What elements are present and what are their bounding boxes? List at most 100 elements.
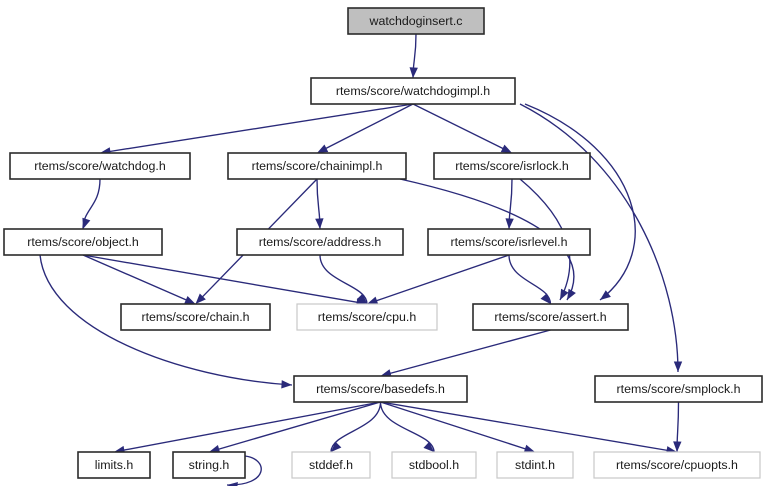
edge-object_h-to-basedefs_h <box>39 254 293 386</box>
edge-watchdogimpl_h-to-smplock_h-arrowhead <box>673 361 683 372</box>
node-layer: watchdoginsert.c rtems/score/watchdogimpl… <box>3 7 763 479</box>
node-box-watchdogimpl-h[interactable] <box>310 77 516 105</box>
node-label-watchdog-h: rtems/score/watchdog.h <box>34 159 166 173</box>
edge-object_h-to-basedefs_h-arrowhead <box>281 380 292 389</box>
node-box-watchdog-h[interactable] <box>9 152 191 180</box>
edge-watchdogimpl_h-to-smplock_h <box>519 103 679 373</box>
node-string-h[interactable]: string.h <box>172 451 246 479</box>
node-stdint-h[interactable]: stdint.h <box>496 451 574 479</box>
node-limits-h[interactable]: limits.h <box>77 451 151 479</box>
edge-basedefs_h-to-stdbool_h <box>379 401 435 453</box>
edge-basedefs_h-to-string_h <box>217 401 381 451</box>
edge-watchdogimpl_h-to-isrlock_h-arrowhead <box>500 144 512 153</box>
edge-isrlevel_h-to-assert_h-arrowhead <box>540 293 551 304</box>
edge-smplock_h-to-cpuopts_h-arrowhead <box>673 441 682 452</box>
edge-basedefs_h-to-cpuopts_h <box>380 401 669 452</box>
edge-address_h-to-cpu_h <box>319 254 368 305</box>
edge-address_h-to-cpu_h-arrowhead <box>356 293 367 304</box>
node-box-address-h[interactable] <box>236 228 404 256</box>
node-label-basedefs-h: rtems/score/basedefs.h <box>316 382 445 396</box>
node-box-chainimpl-h[interactable] <box>227 152 407 180</box>
node-label-chainimpl-h: rtems/score/chainimpl.h <box>252 159 383 173</box>
edge-basedefs_h-to-stdbool_h-arrowhead <box>423 441 434 452</box>
node-label-isrlock-h: rtems/score/isrlock.h <box>455 159 569 173</box>
node-label-limits-h: limits.h <box>95 458 134 472</box>
node-label-smplock-h: rtems/score/smplock.h <box>617 382 741 396</box>
edge-watchdogimpl_h-to-assert_h-arrowhead <box>600 290 611 300</box>
edge-chainimpl_h-to-address_h-arrowhead <box>315 218 324 229</box>
node-box-cpuopts-h[interactable] <box>593 451 761 479</box>
edge-object_h-to-chain_h-arrowhead <box>184 295 196 304</box>
edge-chainimpl_h-to-chain_h-arrowhead <box>195 293 206 304</box>
node-box-watchdoginsert-c[interactable] <box>347 7 485 35</box>
node-cpuopts-h[interactable]: rtems/score/cpuopts.h <box>593 451 761 479</box>
edge-basedefs_h-to-stdint_h-arrowhead <box>523 444 535 453</box>
edge-string_h-to-string_h <box>226 455 262 486</box>
node-label-address-h: rtems/score/address.h <box>259 235 382 249</box>
node-box-stdint-h[interactable] <box>496 451 574 479</box>
node-label-stddef-h: stddef.h <box>309 458 353 472</box>
node-stddef-h[interactable]: stddef.h <box>291 451 371 479</box>
edge-assert_h-to-basedefs_h <box>389 329 551 375</box>
node-isrlevel-h[interactable]: rtems/score/isrlevel.h <box>427 228 591 256</box>
node-box-assert-h[interactable] <box>472 303 629 331</box>
edge-layer <box>39 33 683 486</box>
edge-watchdogimpl_h-to-isrlock_h <box>412 103 505 150</box>
node-cpu-h[interactable]: rtems/score/cpu.h <box>296 303 438 331</box>
edge-isrlevel_h-to-assert_h <box>508 254 552 305</box>
edge-basedefs_h-to-limits_h <box>122 401 381 452</box>
node-watchdog-h[interactable]: rtems/score/watchdog.h <box>9 152 191 180</box>
node-box-stddef-h[interactable] <box>291 451 371 479</box>
edge-chainimpl_h-to-assert_h-arrowhead <box>567 288 576 300</box>
edge-isrlock_h-to-assert_h-arrowhead <box>560 288 569 300</box>
node-basedefs-h[interactable]: rtems/score/basedefs.h <box>293 375 468 403</box>
node-label-stdbool-h: stdbool.h <box>409 458 459 472</box>
edge-watchdoginsert_c-to-watchdogimpl_h-arrowhead <box>409 67 418 78</box>
edge-watchdogimpl_h-to-watchdog_h <box>108 103 414 153</box>
edge-object_h-to-cpu_h <box>82 254 359 304</box>
edge-watchdogimpl_h-to-chainimpl_h-arrowhead <box>317 144 329 153</box>
edge-object_h-to-chain_h <box>82 254 188 302</box>
node-box-isrlock-h[interactable] <box>433 152 591 180</box>
node-isrlock-h[interactable]: rtems/score/isrlock.h <box>433 152 591 180</box>
node-box-string-h[interactable] <box>172 451 246 479</box>
node-box-object-h[interactable] <box>3 228 163 256</box>
edge-isrlock_h-to-isrlevel_h-arrowhead <box>505 218 514 229</box>
node-box-stdbool-h[interactable] <box>391 451 477 479</box>
edge-basedefs_h-to-string_h-arrowhead <box>209 445 221 454</box>
node-box-isrlevel-h[interactable] <box>427 228 591 256</box>
node-address-h[interactable]: rtems/score/address.h <box>236 228 404 256</box>
node-label-isrlevel-h: rtems/score/isrlevel.h <box>450 235 567 249</box>
node-label-chain-h: rtems/score/chain.h <box>141 310 249 324</box>
edge-watchdogimpl_h-to-chainimpl_h <box>324 103 414 150</box>
node-label-watchdoginsert-c: watchdoginsert.c <box>369 14 463 28</box>
node-box-cpu-h[interactable] <box>296 303 438 331</box>
node-assert-h[interactable]: rtems/score/assert.h <box>472 303 629 331</box>
node-watchdogimpl-h[interactable]: rtems/score/watchdogimpl.h <box>310 77 516 105</box>
edge-watchdogimpl_h-to-assert_h <box>524 103 636 301</box>
node-label-object-h: rtems/score/object.h <box>27 235 139 249</box>
node-label-assert-h: rtems/score/assert.h <box>494 310 606 324</box>
node-label-stdint-h: stdint.h <box>515 458 555 472</box>
node-label-watchdogimpl-h: rtems/score/watchdogimpl.h <box>336 84 490 98</box>
node-box-smplock-h[interactable] <box>594 375 763 403</box>
node-smplock-h[interactable]: rtems/score/smplock.h <box>594 375 763 403</box>
node-box-basedefs-h[interactable] <box>293 375 468 403</box>
node-label-string-h: string.h <box>189 458 230 472</box>
node-box-chain-h[interactable] <box>120 303 271 331</box>
edge-basedefs_h-to-stddef_h-arrowhead <box>331 441 342 452</box>
node-label-cpu-h: rtems/score/cpu.h <box>318 310 417 324</box>
edge-basedefs_h-to-stdint_h <box>380 401 527 450</box>
node-box-limits-h[interactable] <box>77 451 151 479</box>
node-chain-h[interactable]: rtems/score/chain.h <box>120 303 271 331</box>
node-stdbool-h[interactable]: stdbool.h <box>391 451 477 479</box>
node-watchdoginsert-c[interactable]: watchdoginsert.c <box>347 7 485 35</box>
node-chainimpl-h[interactable]: rtems/score/chainimpl.h <box>227 152 407 180</box>
edge-basedefs_h-to-stddef_h <box>330 401 382 453</box>
edge-watchdog_h-to-object_h-arrowhead <box>82 217 91 229</box>
node-label-cpuopts-h: rtems/score/cpuopts.h <box>616 458 738 472</box>
edge-isrlevel_h-to-cpu_h <box>375 254 510 302</box>
node-object-h[interactable]: rtems/score/object.h <box>3 228 163 256</box>
